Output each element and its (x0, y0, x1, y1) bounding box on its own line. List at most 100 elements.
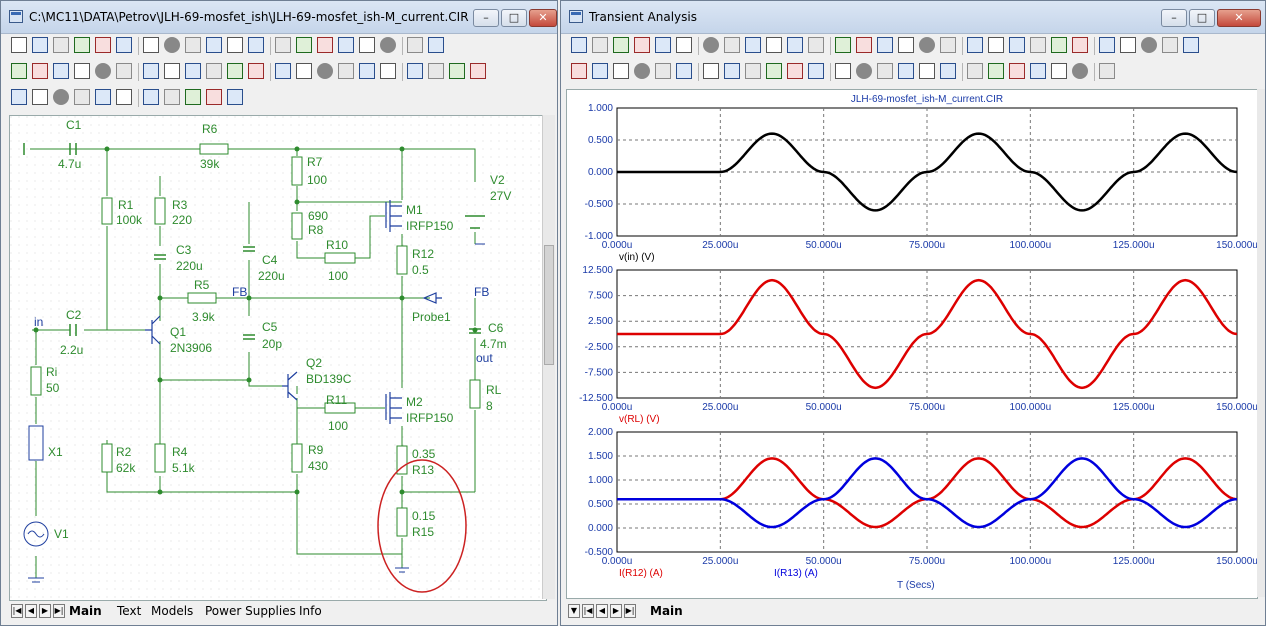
toolbar-tool-icon[interactable] (164, 89, 180, 105)
toolbar-tool-icon[interactable] (787, 37, 803, 53)
toolbar-tool-icon[interactable] (835, 63, 851, 79)
toolbar-tool-icon[interactable] (275, 37, 291, 53)
toolbar-tool-icon[interactable] (32, 63, 48, 79)
toolbar-tool-icon[interactable] (95, 63, 111, 79)
scroll-down-button[interactable]: ▼ (568, 604, 580, 618)
toolbar-tool-icon[interactable] (1030, 63, 1046, 79)
toolbar-tool-icon[interactable] (940, 37, 956, 53)
toolbar-tool-icon[interactable] (317, 37, 333, 53)
toolbar-tool-icon[interactable] (1099, 37, 1115, 53)
toolbar-tool-icon[interactable] (1009, 63, 1025, 79)
next-page-button[interactable]: ▶ (39, 604, 51, 618)
toolbar-tool-icon[interactable] (74, 63, 90, 79)
toolbar-tool-icon[interactable] (1051, 63, 1067, 79)
minimize-button[interactable]: – (473, 9, 499, 27)
maximize-button[interactable]: □ (1189, 9, 1215, 27)
toolbar-tool-icon[interactable] (206, 63, 222, 79)
toolbar-tool-icon[interactable] (428, 37, 444, 53)
toolbar-tool-icon[interactable] (380, 37, 396, 53)
toolbar-tool-icon[interactable] (919, 37, 935, 53)
schematic-vertical-scrollbar[interactable] (542, 115, 555, 599)
toolbar-tool-icon[interactable] (856, 63, 872, 79)
close-button[interactable]: ✕ (1217, 9, 1261, 27)
toolbar-tool-icon[interactable] (359, 37, 375, 53)
tab-models[interactable]: Models (151, 604, 194, 618)
toolbar-tool-icon[interactable] (1162, 37, 1178, 53)
scrollbar-thumb[interactable] (544, 245, 554, 365)
toolbar-tool-icon[interactable] (11, 37, 27, 53)
toolbar-tool-icon[interactable] (143, 89, 159, 105)
tab-text[interactable]: Text (117, 604, 142, 618)
toolbar-tool-icon[interactable] (967, 63, 983, 79)
toolbar-tool-icon[interactable] (206, 37, 222, 53)
toolbar-tool-icon[interactable] (53, 89, 69, 105)
prev-page-button[interactable]: ◀ (596, 604, 608, 618)
toolbar-tool-icon[interactable] (116, 63, 132, 79)
plot-vertical-scrollbar[interactable] (1257, 89, 1265, 597)
toolbar-tool-icon[interactable] (11, 89, 27, 105)
transient-titlebar[interactable]: Transient Analysis – □ ✕ (561, 1, 1265, 34)
toolbar-tool-icon[interactable] (1009, 37, 1025, 53)
toolbar-tool-icon[interactable] (95, 37, 111, 53)
toolbar-tool-icon[interactable] (143, 63, 159, 79)
toolbar-tool-icon[interactable] (634, 37, 650, 53)
toolbar-tool-icon[interactable] (275, 63, 291, 79)
toolbar-tool-icon[interactable] (571, 63, 587, 79)
close-button[interactable]: ✕ (529, 9, 557, 27)
toolbar-tool-icon[interactable] (227, 89, 243, 105)
toolbar-tool-icon[interactable] (877, 63, 893, 79)
toolbar-tool-icon[interactable] (967, 37, 983, 53)
toolbar-tool-icon[interactable] (1120, 37, 1136, 53)
toolbar-tool-icon[interactable] (877, 37, 893, 53)
toolbar-tool-icon[interactable] (1183, 37, 1199, 53)
toolbar-tool-icon[interactable] (634, 63, 650, 79)
tab-info[interactable]: Info (299, 604, 322, 618)
toolbar-tool-icon[interactable] (206, 89, 222, 105)
toolbar-tool-icon[interactable] (1141, 37, 1157, 53)
toolbar-tool-icon[interactable] (53, 37, 69, 53)
toolbar-tool-icon[interactable] (898, 63, 914, 79)
toolbar-tool-icon[interactable] (1030, 37, 1046, 53)
last-page-button[interactable]: ▶| (624, 604, 636, 618)
toolbar-tool-icon[interactable] (856, 37, 872, 53)
toolbar-tool-icon[interactable] (296, 37, 312, 53)
toolbar-tool-icon[interactable] (1099, 63, 1115, 79)
prev-page-button[interactable]: ◀ (25, 604, 37, 618)
tab-main[interactable]: Main (69, 604, 102, 618)
toolbar-tool-icon[interactable] (296, 63, 312, 79)
toolbar-tool-icon[interactable] (185, 89, 201, 105)
toolbar-tool-icon[interactable] (724, 37, 740, 53)
toolbar-tool-icon[interactable] (703, 37, 719, 53)
toolbar-tool-icon[interactable] (185, 63, 201, 79)
toolbar-tool-icon[interactable] (32, 37, 48, 53)
toolbar-tool-icon[interactable] (808, 63, 824, 79)
toolbar-tool-icon[interactable] (655, 37, 671, 53)
toolbar-tool-icon[interactable] (655, 63, 671, 79)
toolbar-tool-icon[interactable] (74, 89, 90, 105)
last-page-button[interactable]: ▶| (53, 604, 65, 618)
toolbar-tool-icon[interactable] (95, 89, 111, 105)
toolbar-tool-icon[interactable] (988, 63, 1004, 79)
toolbar-tool-icon[interactable] (745, 63, 761, 79)
toolbar-tool-icon[interactable] (449, 63, 465, 79)
toolbar-tool-icon[interactable] (338, 37, 354, 53)
toolbar-tool-icon[interactable] (988, 37, 1004, 53)
toolbar-tool-icon[interactable] (53, 63, 69, 79)
toolbar-tool-icon[interactable] (185, 37, 201, 53)
tab-power-supplies[interactable]: Power Supplies (205, 604, 296, 618)
toolbar-tool-icon[interactable] (143, 37, 159, 53)
toolbar-tool-icon[interactable] (32, 89, 48, 105)
toolbar-tool-icon[interactable] (898, 37, 914, 53)
toolbar-tool-icon[interactable] (592, 37, 608, 53)
toolbar-tool-icon[interactable] (359, 63, 375, 79)
toolbar-tool-icon[interactable] (766, 37, 782, 53)
toolbar-tool-icon[interactable] (116, 89, 132, 105)
toolbar-tool-icon[interactable] (919, 63, 935, 79)
toolbar-tool-icon[interactable] (317, 63, 333, 79)
toolbar-tool-icon[interactable] (613, 63, 629, 79)
first-page-button[interactable]: |◀ (11, 604, 23, 618)
toolbar-tool-icon[interactable] (940, 63, 956, 79)
toolbar-tool-icon[interactable] (766, 63, 782, 79)
